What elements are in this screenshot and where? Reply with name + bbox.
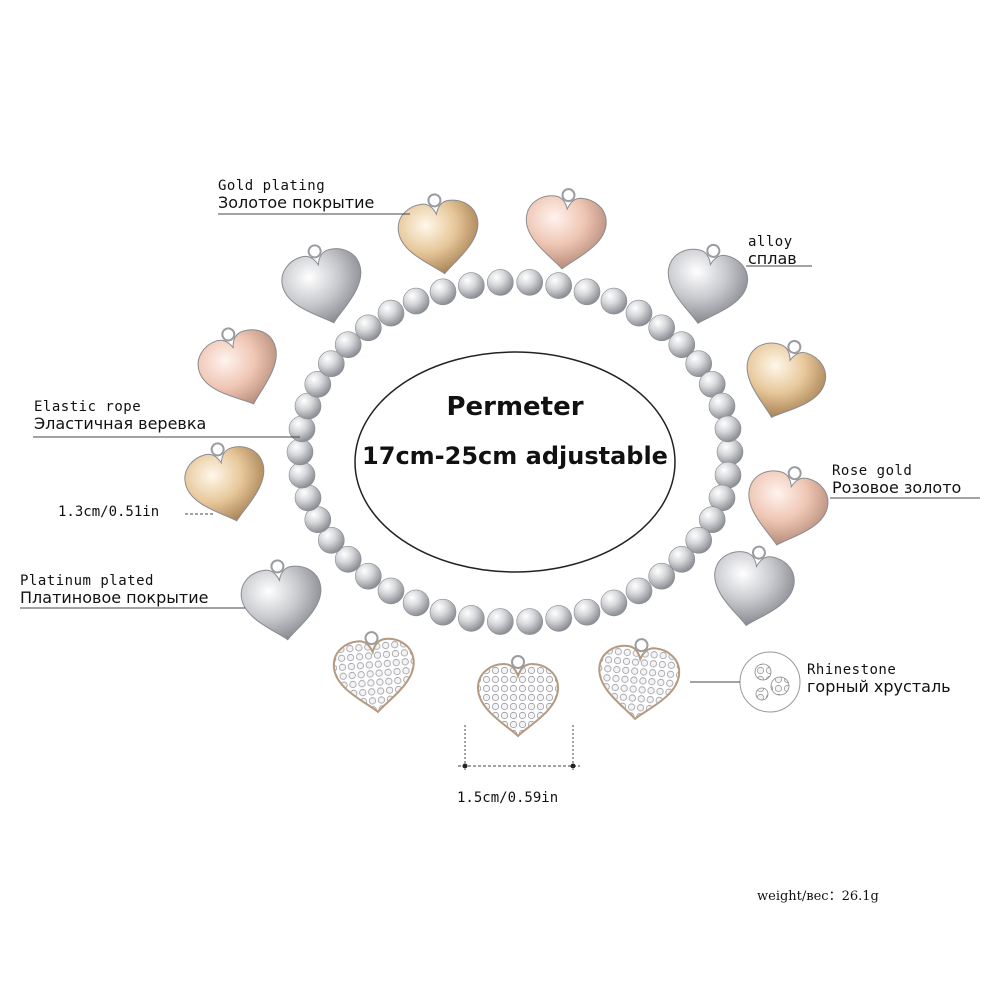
bracelet-bead bbox=[402, 287, 430, 315]
bracelet-bead bbox=[354, 562, 382, 590]
heart-charms bbox=[179, 188, 834, 737]
bracelet-bead bbox=[625, 577, 653, 605]
bracelet-bead bbox=[457, 605, 485, 632]
label-rose-gold: Rose gold Розовое золото bbox=[832, 463, 961, 497]
perimeter-title: Permeter bbox=[446, 392, 584, 422]
bracelet-bead bbox=[294, 484, 322, 512]
bracelet-bead bbox=[648, 562, 676, 590]
bracelet-bead bbox=[334, 545, 362, 573]
label-alloy-en: alloy bbox=[748, 234, 793, 250]
rhinestone-heart-charm bbox=[594, 638, 683, 724]
bracelet-bead bbox=[648, 314, 676, 342]
bracelet-bead bbox=[600, 287, 628, 315]
heart-charm bbox=[276, 242, 373, 334]
label-elastic-rope-ru: Эластичная веревка bbox=[34, 414, 207, 434]
bracelet-bead bbox=[714, 415, 742, 443]
perimeter-callout: Permeter 17cm-25cm adjustable bbox=[355, 392, 675, 470]
bracelet-bead bbox=[429, 278, 457, 306]
bracelet-bead bbox=[486, 608, 514, 635]
heart-width-dimension: 1.5cm/0.59in bbox=[457, 790, 559, 806]
bracelet-bead bbox=[573, 278, 601, 306]
heart-charm bbox=[737, 464, 834, 556]
heart-charm bbox=[658, 243, 753, 333]
label-platinum-plated-ru: Платиновое покрытие bbox=[20, 588, 209, 608]
center-oval bbox=[354, 351, 676, 573]
label-rose-gold-ru: Розовое золото bbox=[832, 478, 962, 498]
bracelet-bead bbox=[685, 526, 713, 554]
bracelet-bead bbox=[698, 506, 726, 534]
bracelet-bead bbox=[288, 415, 316, 443]
heart-charm bbox=[706, 545, 799, 633]
weight-label: weight/вес：26.1g bbox=[757, 889, 879, 904]
bracelet-bead bbox=[714, 461, 742, 489]
bracelet-bead bbox=[457, 272, 485, 299]
label-gold-plating: Gold plating Золотое покрытие bbox=[218, 178, 374, 212]
heart-charm bbox=[190, 322, 292, 419]
heart-charm bbox=[521, 188, 609, 273]
bracelet-bead bbox=[377, 577, 405, 605]
bracelet-bead bbox=[486, 269, 514, 296]
label-alloy: alloy сплав bbox=[748, 234, 797, 268]
bracelet-bead bbox=[708, 392, 736, 420]
rhinestone-heart-charm bbox=[330, 631, 419, 717]
bracelet-bead bbox=[317, 526, 345, 554]
bracelet-bead bbox=[545, 272, 573, 299]
heart-charm bbox=[732, 335, 833, 431]
label-alloy-ru: сплав bbox=[748, 249, 797, 269]
label-rhinestone-en: Rhinestone bbox=[807, 662, 897, 678]
label-elastic-rope: Elastic rope Эластичная веревка bbox=[34, 399, 206, 433]
bead-chain bbox=[286, 269, 744, 635]
rhinestone-inset bbox=[739, 651, 801, 713]
bracelet-bead bbox=[545, 605, 573, 632]
bracelet-bead bbox=[516, 269, 544, 296]
bracelet-bead bbox=[304, 370, 332, 398]
bracelet-bead bbox=[516, 608, 544, 635]
bracelet-bead bbox=[668, 331, 696, 359]
heart-charm bbox=[394, 193, 485, 280]
bracelet-bead bbox=[377, 299, 405, 327]
leader-lines bbox=[20, 213, 980, 683]
bracelet-bead bbox=[685, 350, 713, 378]
label-rhinestone: Rhinestone горный хрусталь bbox=[807, 662, 951, 696]
label-rose-gold-en: Rose gold bbox=[832, 463, 913, 479]
label-platinum-plated-en: Platinum plated bbox=[20, 573, 154, 589]
bracelet-bead bbox=[573, 598, 601, 626]
bracelet-bead bbox=[288, 461, 316, 489]
bracelet-bead bbox=[317, 350, 345, 378]
bracelet-bead bbox=[625, 299, 653, 327]
label-gold-plating-ru: Золотое покрытие bbox=[218, 193, 375, 213]
label-rhinestone-ru: горный хрусталь bbox=[807, 677, 951, 697]
bracelet-bead bbox=[716, 438, 744, 466]
label-gold-plating-en: Gold plating bbox=[218, 178, 326, 194]
bracelet-bead bbox=[429, 598, 457, 626]
bracelet-bead bbox=[334, 331, 362, 359]
bracelet-bead bbox=[354, 314, 382, 342]
heart-charm bbox=[237, 559, 328, 646]
bracelet-bead bbox=[600, 589, 628, 617]
width-dimension-lines bbox=[458, 725, 580, 770]
bracelet-bead bbox=[668, 545, 696, 573]
rhinestone-heart-charm bbox=[477, 655, 559, 737]
heart-charm bbox=[179, 440, 276, 532]
bracelet-bead bbox=[402, 589, 430, 617]
perimeter-size: 17cm-25cm adjustable bbox=[362, 442, 668, 470]
bracelet-bead bbox=[286, 438, 314, 466]
label-elastic-rope-en: Elastic rope bbox=[34, 399, 142, 415]
heart-height-dimension: 1.3cm/0.51in bbox=[58, 504, 160, 520]
label-platinum-plated: Platinum plated Платиновое покрытие bbox=[20, 573, 208, 607]
